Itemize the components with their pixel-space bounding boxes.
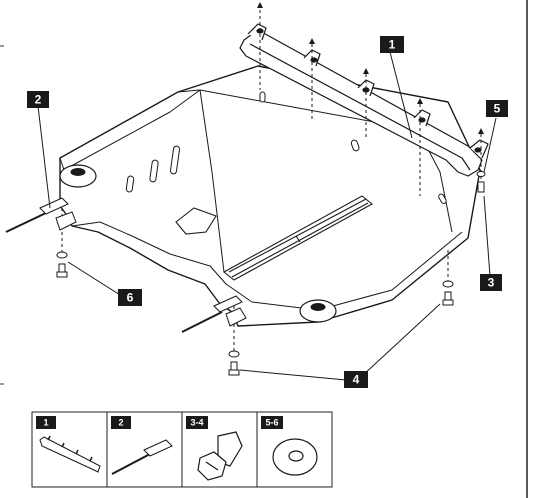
legend-cell-bracket: 1: [31, 411, 108, 488]
bolt-group-left: [56, 251, 68, 278]
parts-legend: 1 2 3-4: [31, 411, 333, 488]
bolt-icon: [197, 431, 243, 481]
vent-slots: [125, 91, 447, 204]
legend-label-5-6: 5-6: [265, 418, 278, 428]
callout-2: 2: [27, 91, 49, 108]
arrow-heads: [257, 2, 484, 134]
bracket-icon: [39, 435, 101, 473]
bolt-group-middle: [228, 350, 240, 376]
fold-line-left: [59, 89, 201, 171]
hook-rod-left: [5, 197, 77, 233]
plate-outline: [59, 65, 481, 327]
washer-icon: [272, 438, 318, 476]
callout-5: 5: [486, 100, 508, 117]
front-lip: [71, 221, 463, 311]
callout-6-label: 6: [127, 291, 134, 305]
callout-3: 3: [480, 274, 502, 291]
callout-3-label: 3: [488, 276, 495, 290]
callout-6: 6: [118, 289, 142, 306]
hook-rod-right: [181, 295, 247, 333]
skid-plate: [59, 65, 481, 327]
oval-boss-left: [59, 164, 97, 188]
callout-4: 4: [344, 371, 368, 388]
callout-1: 1: [380, 36, 404, 53]
callout-5-label: 5: [494, 102, 501, 116]
fold-line-diagonal: [199, 89, 225, 273]
diamond-recess: [175, 207, 217, 235]
bolt-group-top-right: [476, 171, 486, 193]
legend-cell-washer: 5-6: [256, 411, 333, 488]
callout-4-label: 4: [353, 373, 360, 387]
bolt-group-right: [442, 280, 454, 306]
legend-label-3-4: 3-4: [190, 418, 203, 428]
oval-boss-right: [299, 299, 337, 323]
callout-1-label: 1: [389, 38, 396, 52]
legend-label-1: 1: [43, 418, 48, 428]
mounting-bracket: [239, 23, 489, 177]
legend-cell-bolt: 3-4: [181, 411, 258, 488]
callout-2-label: 2: [35, 93, 42, 107]
legend-cell-rod: 2: [106, 411, 183, 488]
legend-label-2: 2: [118, 418, 123, 428]
long-slot: [223, 195, 373, 281]
leader-lines: [37, 51, 497, 381]
hook-rod-icon: [111, 439, 173, 475]
